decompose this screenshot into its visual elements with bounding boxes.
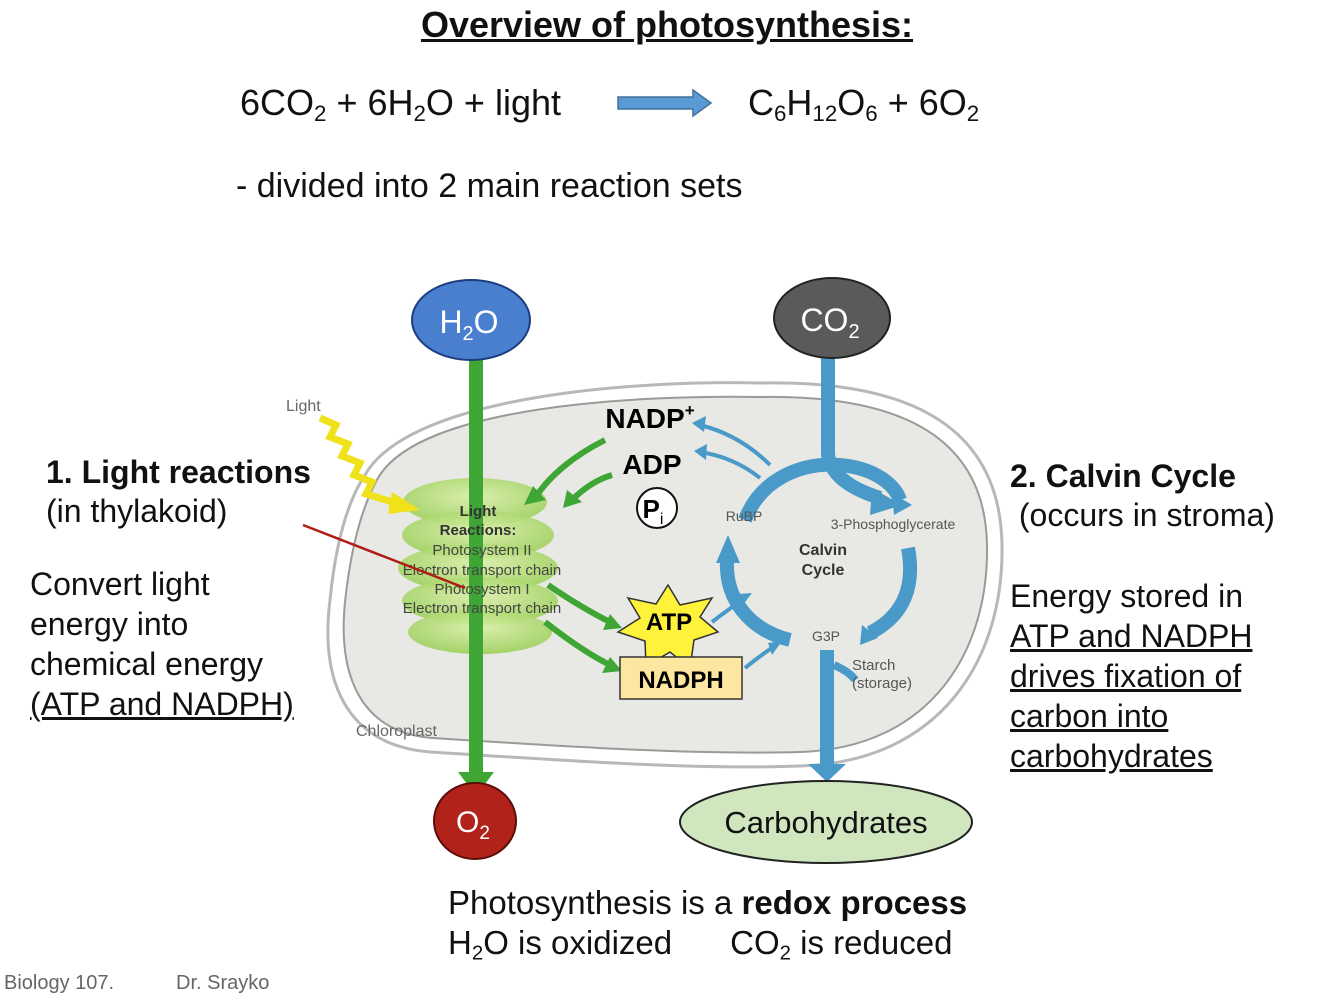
pi-label: Pi (643, 494, 664, 528)
desc-line-underlined: ATP and NADPH (1010, 618, 1253, 654)
calvin-arrow-head-icon (860, 625, 878, 645)
calvin-label: Cycle (802, 562, 845, 579)
redox-summary: Photosynthesis is a redox process H2O is… (448, 883, 967, 963)
light-reactions-description: Convert light energy into chemical energ… (30, 564, 294, 724)
light-reactions-step: Photosystem I (434, 581, 529, 598)
starch-label: Starch (852, 657, 895, 674)
light-reactions-title: Light (460, 503, 497, 520)
light-zigzag-icon (318, 414, 402, 509)
footer-course: Biology 107. (4, 972, 115, 994)
co2-arrow-head-icon (870, 488, 902, 515)
chloroplast-label: Chloroplast (356, 723, 437, 740)
equation-arrow-icon (617, 88, 713, 118)
light-reactions-title: Reactions: (440, 522, 517, 539)
nadph-box (619, 656, 743, 700)
calvin-cycle-description: Energy stored in ATP and NADPH drives fi… (1010, 576, 1252, 776)
footer-author: Dr. Srayko (176, 972, 270, 994)
desc-line-underlined: carbon into (1010, 698, 1169, 734)
equation-products: C6H12O6 + 6O2 (748, 82, 980, 127)
nadph-label: NADPH (638, 667, 723, 694)
atp-label: ATP (646, 609, 692, 636)
calvin-label: Calvin (799, 542, 847, 559)
h2o-node (411, 279, 531, 361)
calvin-cycle-heading: 2. Calvin Cycle (1010, 458, 1236, 494)
o2-label: O2 (456, 806, 490, 844)
light-reactions-heading: 1. Light reactions (46, 454, 311, 490)
pointer-line (302, 523, 466, 590)
nadp-arrow-head-icon (524, 486, 546, 505)
nadph-arrow-head-icon (602, 657, 622, 673)
starch-label: (storage) (852, 675, 912, 692)
adp-label: ADP (622, 449, 681, 480)
o2-node (433, 782, 517, 860)
light-reactions-step: Photosystem II (432, 542, 531, 559)
desc-line: energy into (30, 606, 189, 642)
h2o-label: H2O (439, 304, 498, 345)
atp-star-icon (616, 583, 720, 670)
subtitle: - divided into 2 main reaction sets (236, 167, 743, 205)
equation-reactants: 6CO2 + 6H2O + light (240, 82, 561, 127)
page-title: Overview of photosynthesis: (420, 4, 914, 45)
nadp-label: NADP+ (605, 401, 694, 434)
desc-line-underlined: (ATP and NADPH) (30, 686, 294, 722)
desc-line: Convert light (30, 566, 210, 602)
calvin-cycle-location: (occurs in stroma) (1010, 497, 1275, 533)
pi-circle-icon (636, 487, 678, 529)
desc-line-underlined: carbohydrates (1010, 738, 1213, 774)
carbohydrates-node (679, 780, 973, 864)
rubp-label: RuBP (726, 508, 763, 524)
redox-line-1: Photosynthesis is a redox process (448, 884, 968, 921)
carbohydrates-label: Carbohydrates (724, 805, 927, 840)
light-reactions-step: Electron transport chain (403, 600, 561, 617)
carbohydrate-arrow-head-icon (808, 764, 846, 782)
pga-label: 3-Phosphoglycerate (831, 516, 956, 532)
desc-line: chemical energy (30, 646, 263, 682)
atp-arrow-head-icon (603, 614, 622, 630)
desc-line: Energy stored in (1010, 578, 1244, 614)
adp-arrow-head-icon (563, 490, 582, 508)
light-reactions-step: Electron transport chain (403, 562, 561, 579)
co2-node (773, 277, 891, 359)
desc-line-underlined: drives fixation of (1010, 658, 1242, 694)
calvin-arrow-head-icon (716, 535, 740, 563)
co2-label: CO2 (800, 302, 859, 343)
light-label: Light (286, 398, 321, 415)
light-reactions-location: (in thylakoid) (46, 493, 228, 529)
water-flow-arrow (469, 358, 483, 778)
g3p-label: G3P (812, 628, 840, 644)
